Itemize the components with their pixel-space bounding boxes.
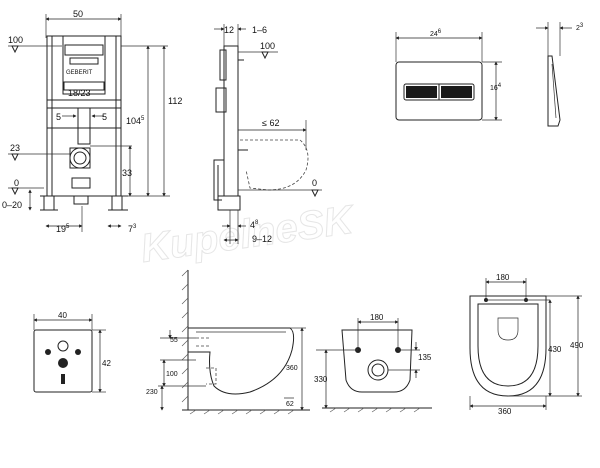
plate-depth-label: 23: [576, 23, 584, 32]
top-width-180-label: 180: [496, 273, 510, 282]
foot-right-label: 73: [128, 224, 137, 234]
frame-front-view: 50 GEBERIT 100 23 0: [2, 9, 182, 234]
connection-label: 18/23: [68, 88, 91, 98]
bowl-back-view: 180 135 330: [314, 313, 432, 413]
height-104-label: 1045: [126, 116, 145, 126]
dim-4-label: 48: [250, 220, 259, 230]
frame-width-label: 50: [73, 9, 83, 19]
bowl-top-view: 180 430 490 360: [469, 273, 584, 416]
offset-right-label: 5: [102, 112, 107, 122]
back-dim-330-label: 330: [314, 375, 328, 384]
level-0-label: 0: [14, 178, 19, 188]
level-23-label: 23: [10, 143, 20, 153]
offset-left-label: 5: [56, 112, 61, 122]
top-width-360-label: 360: [498, 407, 512, 416]
height-112-label: 112: [168, 96, 182, 106]
side-level-0-label: 0: [312, 178, 317, 188]
bowl-dim-360-label: 360: [286, 365, 298, 372]
height-33-label: 33: [122, 168, 132, 178]
bowl-side-view: 55 100 230 360 62: [146, 269, 310, 415]
bowl-dim-100-label: 100: [166, 371, 178, 378]
top-dim-430-label: 430: [548, 345, 562, 354]
side-level-100-label: 100: [260, 41, 275, 51]
brand-label: GEBERIT: [66, 70, 93, 76]
bowl-dim-55-label: 55: [170, 337, 178, 344]
range-1-6-label: 1–6: [252, 25, 267, 35]
level-100-label: 100: [8, 35, 23, 45]
back-dim-135-label: 135: [418, 353, 432, 362]
projection-label: ≤ 62: [262, 118, 279, 128]
range-0-20-label: 0–20: [2, 200, 22, 210]
flush-plate-side-view: 23: [536, 22, 584, 127]
template-height-label: 42: [102, 359, 111, 368]
depth-12-label: 12: [224, 25, 234, 35]
top-dim-490-label: 490: [570, 341, 584, 350]
frame-side-view: 12 1–6 100 ≤ 62 0 48 9–12: [213, 24, 322, 244]
foot-left-label: 195: [56, 224, 70, 234]
bowl-dim-230-label: 230: [146, 389, 158, 396]
watermark-text: KupelneSK: [138, 197, 358, 271]
seat-template-view: 40 42: [33, 311, 111, 393]
flush-plate-front-view: 246 164: [395, 29, 502, 121]
back-width-180-label: 180: [370, 313, 384, 322]
template-width-label: 40: [58, 311, 67, 320]
bowl-dim-62-label: 62: [286, 401, 294, 408]
range-9-12-label: 9–12: [252, 234, 272, 244]
plate-height-label: 164: [490, 83, 502, 92]
plate-width-label: 246: [430, 29, 442, 38]
